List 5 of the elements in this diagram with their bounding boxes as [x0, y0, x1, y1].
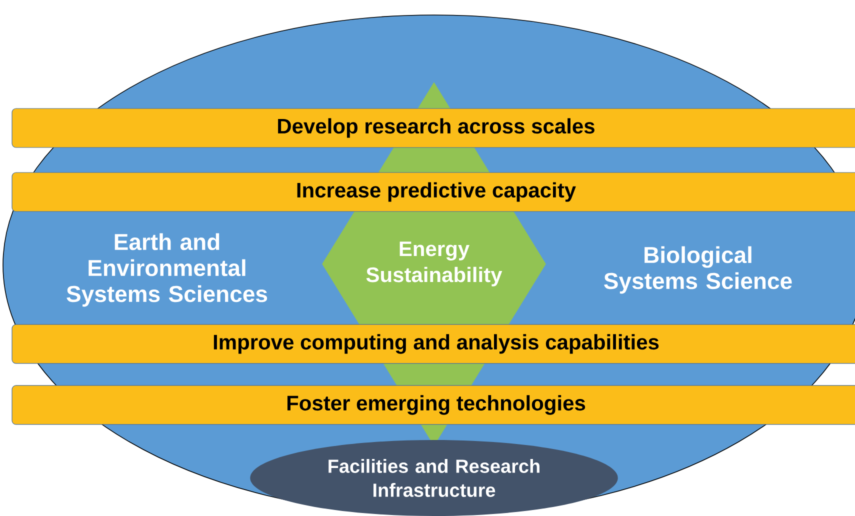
oval: Facilities and Research Infrastructure: [250, 440, 618, 516]
band: Improve computing and analysis capabilities: [12, 324, 855, 364]
band: Increase predictive capacity: [12, 172, 855, 212]
band: Develop research across scales: [12, 108, 855, 148]
band: Foster emerging technologies: [12, 385, 855, 425]
